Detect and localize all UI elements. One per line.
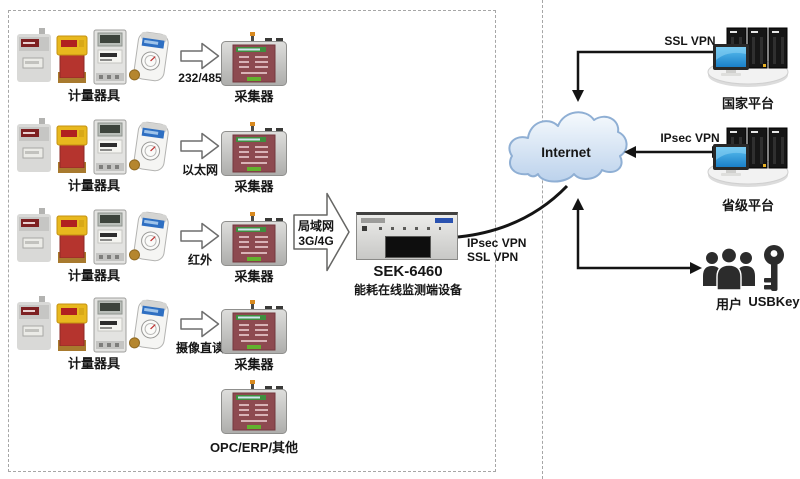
meter-row-ethernet: 计量器具 以太网 采集器	[0, 118, 495, 218]
collector-label: 采集器	[234, 179, 274, 194]
collector-icon	[221, 212, 287, 266]
internet-label: Internet	[541, 145, 591, 160]
device-brand-logo	[435, 218, 453, 223]
device-power-switch	[362, 226, 367, 231]
collector-icon	[221, 32, 287, 86]
lan-uplink-label: 局域网 3G/4G	[295, 219, 337, 249]
metering-devices-icon	[16, 208, 172, 266]
meter-row-serial: 计量器具 232/485 采集器	[0, 28, 495, 128]
right-arrow-icon	[180, 132, 220, 160]
lan-uplink-arrow-icon	[293, 192, 350, 272]
link-type-label: 红外	[187, 253, 212, 267]
collector-label: 采集器	[234, 357, 274, 372]
national-platform-label: 国家平台	[721, 96, 774, 111]
device-nameplate	[361, 218, 385, 223]
usb-key-icon	[759, 244, 789, 294]
users-icon	[701, 246, 757, 292]
meters-label: 计量器具	[67, 356, 120, 371]
ssl-vpn-link	[572, 46, 728, 102]
lan-uplink-label-line1: 局域网	[297, 219, 334, 233]
metering-devices-icon	[16, 28, 172, 86]
metering-devices-icon	[16, 118, 172, 176]
meters-label: 计量器具	[67, 268, 120, 283]
gateway-vpn-line1: IPsec VPN	[467, 236, 527, 250]
device-indicator-leds	[379, 227, 441, 230]
link-type-label: 以太网	[181, 163, 218, 177]
link-type-label: 摄像直读	[175, 341, 224, 355]
collector-label: 采集器	[234, 89, 274, 104]
ssl-vpn-label: SSL VPN	[664, 34, 716, 48]
national-platform-icon	[706, 24, 790, 88]
device-display-screen	[385, 236, 431, 258]
gateway-vpn-labels: IPsec VPN SSL VPN	[467, 236, 526, 264]
metering-section-border	[8, 10, 496, 472]
opc-erp-label: OPC/ERP/其他	[209, 440, 299, 455]
collector-icon	[221, 300, 287, 354]
link-type-label: 232/485	[178, 71, 222, 85]
metering-devices-icon	[16, 296, 172, 354]
gateway-vpn-line2: SSL VPN	[467, 250, 519, 264]
ipsec-vpn-label: IPsec VPN	[660, 131, 720, 145]
sek6460-device	[356, 212, 458, 260]
usbkey-label: USBKey	[748, 294, 800, 309]
device-model-label: SEK-6460	[373, 263, 443, 280]
lan-uplink-label-line2: 3G/4G	[298, 234, 334, 248]
users-link	[572, 198, 702, 274]
collector-label: 采集器	[234, 269, 274, 284]
meters-label: 计量器具	[67, 178, 120, 193]
provincial-platform-label: 省级平台	[721, 198, 774, 213]
collector-icon-opc	[221, 380, 287, 434]
users-label: 用户	[715, 297, 742, 312]
right-arrow-icon	[180, 310, 220, 338]
provincial-platform-icon	[706, 124, 790, 188]
meter-row-camera: 计量器具 摄像直读 采集器	[0, 296, 495, 396]
device-name-label: 能耗在线监测端设备	[353, 283, 462, 297]
right-arrow-icon	[180, 42, 220, 70]
collector-icon	[221, 122, 287, 176]
meters-label: 计量器具	[67, 88, 120, 103]
meter-row-infrared: 计量器具 红外 采集器	[0, 208, 495, 308]
intranet-internet-divider	[542, 0, 543, 479]
right-arrow-icon	[180, 222, 220, 250]
